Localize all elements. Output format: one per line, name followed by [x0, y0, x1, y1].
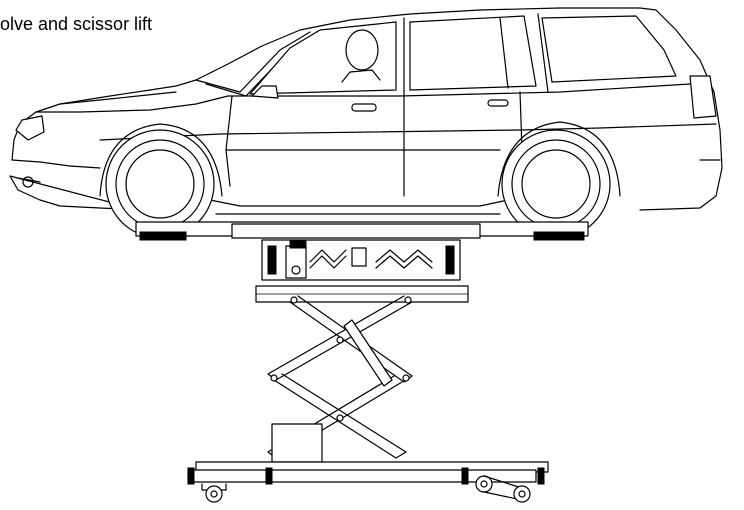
front-wheel-arch [99, 123, 223, 197]
spring-left [309, 249, 347, 263]
car-windshield [195, 31, 311, 93]
driver-head [345, 29, 379, 71]
rear-wheel [501, 129, 611, 239]
car-drawing [9, 7, 723, 239]
car-sill [199, 189, 521, 207]
rear-wheel-arch [497, 121, 621, 197]
hydraulic-cylinder [343, 319, 393, 387]
wheel-pad-right [533, 231, 585, 241]
caster-right [475, 475, 531, 503]
front-wheel [105, 129, 215, 239]
rear-light [689, 75, 717, 119]
car-rear-window [409, 15, 537, 91]
car-quarter-window [541, 15, 677, 83]
center-support [231, 223, 481, 239]
front-door-handle [351, 103, 377, 112]
figure-caption: olve and scissor lift [0, 14, 153, 34]
clamp-block [285, 245, 307, 279]
wheel-pad-left [139, 231, 187, 241]
spring-right [375, 249, 433, 263]
headlight [15, 115, 45, 141]
rear-door-handle [487, 99, 509, 107]
scissor-lift [135, 221, 589, 503]
motor-box [271, 423, 323, 463]
caster-left [201, 483, 227, 503]
side-mirror [251, 85, 279, 99]
front-bumper [11, 159, 101, 169]
